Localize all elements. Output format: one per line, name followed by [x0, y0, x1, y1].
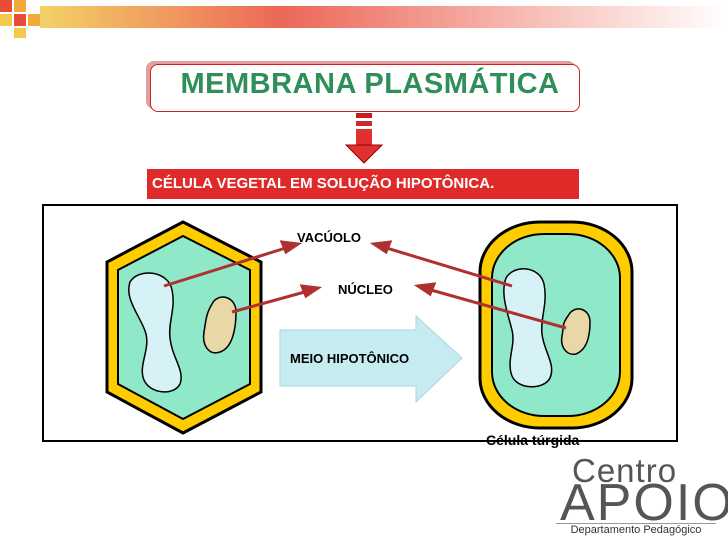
arrowhead: [299, 284, 323, 299]
top-decoration-bar: [0, 0, 728, 38]
vacuole-left: [128, 272, 182, 393]
page-title: MEMBRANA PLASMÁTICA: [180, 68, 560, 100]
nucleus-right: [560, 308, 591, 355]
logo-apoio: APOIO: [560, 474, 728, 532]
vacuole-right: [503, 268, 553, 388]
subtitle-banner: CÉLULA VEGETAL EM SOLUÇÃO HIPOTÔNICA.: [147, 169, 579, 199]
title-frame: [150, 64, 580, 112]
arrowhead: [369, 240, 393, 255]
vacuolo-pointer-right: [379, 244, 513, 288]
nucleus-left: [202, 296, 237, 354]
vacuolo-label: VACÚOLO: [297, 230, 362, 245]
arrowhead: [413, 282, 437, 297]
down-arrow-icon: [344, 113, 384, 164]
meio-hipotonico-arrow: [279, 314, 463, 404]
arrowhead: [279, 240, 303, 255]
corner-squares-icon: [0, 0, 40, 38]
nucleo-pointer-right: [423, 286, 567, 330]
vacuolo-pointer-left: [163, 244, 293, 288]
logo-subtitle: Departamento Pedagógico: [556, 523, 716, 536]
plant-cell-left: [105, 220, 263, 435]
nucleo-pointer-left: [231, 288, 313, 314]
label-pointer-arrows: [163, 240, 567, 330]
meio-hipotonico-label: MEIO HIPOTÔNICO: [290, 351, 410, 366]
celula-turgida-caption: Célula túrgida: [486, 432, 580, 448]
logo-centro: Centro: [572, 452, 678, 489]
nucleo-label: NÚCLEO: [338, 282, 393, 297]
